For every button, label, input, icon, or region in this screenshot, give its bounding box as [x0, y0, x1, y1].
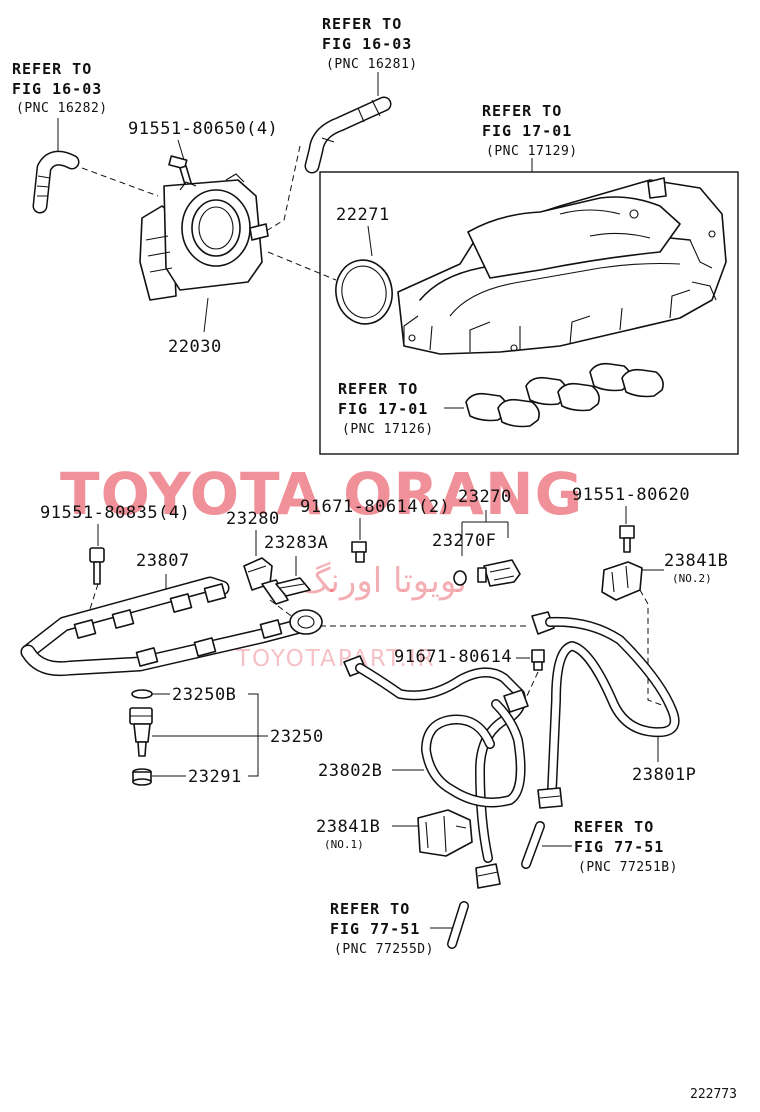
manifold-gasket-reference: REFER TO FIG 17-01 (PNC 17126) [338, 380, 464, 437]
svg-text:FIG 16-03: FIG 16-03 [322, 35, 412, 53]
reference-label-fig16-top: REFER TO FIG 16-03 (PNC 16281) [322, 15, 418, 72]
svg-text:REFER TO: REFER TO [338, 380, 418, 398]
svg-text:(PNC 17129): (PNC 17129) [486, 144, 578, 159]
label-23291: 23291 [188, 767, 242, 787]
label-91671-80614-2: 91671-80614(2) [300, 497, 450, 517]
check-valve-23270F [477, 559, 521, 587]
svg-text:REFER TO: REFER TO [482, 102, 562, 120]
svg-text:(PNC 16281): (PNC 16281) [326, 57, 418, 72]
fuel-pressure-sensor-23280 [243, 557, 289, 605]
bolt-91551-80835 [89, 547, 105, 585]
svg-text:REFER TO: REFER TO [322, 15, 402, 33]
svg-text:FIG 17-01: FIG 17-01 [338, 400, 428, 418]
label-23270F: 23270F [432, 531, 496, 551]
label-91551-80835: 91551-80835(4) [40, 503, 190, 523]
svg-text:(PNC 77251B): (PNC 77251B) [578, 860, 678, 875]
bolt-91671-80614-2 [351, 541, 367, 563]
label-23801P: 23801P [632, 765, 696, 785]
svg-text:FIG 16-03: FIG 16-03 [12, 80, 102, 98]
label-91671-80614: 91671-80614 [394, 647, 512, 667]
svg-text:22271: 22271 [336, 205, 390, 225]
svg-text:FIG 17-01: FIG 17-01 [482, 122, 572, 140]
throttle-body-22030: 22030 [139, 173, 269, 357]
gasket-22271: 22271 [335, 205, 393, 325]
svg-text:(PNC 16282): (PNC 16282) [16, 101, 108, 116]
pulsation-damper [289, 609, 323, 635]
label-no2: (NO.2) [672, 572, 712, 585]
svg-text:FIG 77-51: FIG 77-51 [330, 920, 420, 938]
insulator-23291 [132, 768, 152, 786]
reference-label-fig77-b: REFER TO FIG 77-51 (PNC 77251B) [574, 818, 678, 875]
label-23270: 23270 [458, 487, 512, 507]
fuel-line-77255D [447, 901, 469, 949]
watermark-main: TOYOTA ORANG [60, 460, 583, 528]
diagram-id: 222773 [690, 1087, 737, 1102]
watermark-arabic: تويوتا اورنگ [300, 561, 467, 601]
intake-manifold-box [319, 171, 739, 455]
label-23250: 23250 [270, 727, 324, 747]
reference-label-fig17-manifold: REFER TO FIG 17-01 (PNC 17129) [482, 102, 578, 159]
label-no1: (NO.1) [324, 838, 364, 851]
bolt-91671-80614 [531, 649, 545, 671]
air-hose-16281 [304, 96, 392, 174]
svg-text:(PNC 17126): (PNC 17126) [342, 422, 434, 437]
bracket-23841B-no1 [417, 809, 473, 857]
svg-text:22030: 22030 [168, 337, 222, 357]
watermark-site: TOYOTAPART.IR [235, 646, 436, 672]
fuel-line-77251B [521, 821, 545, 869]
label-91551-80620: 91551-80620 [572, 485, 690, 505]
label-23250B: 23250B [172, 685, 236, 705]
bracket-23841B-no2 [601, 561, 643, 601]
bolt-91551-80650: 91551-80650(4) [128, 119, 278, 189]
fuel-injector-23250 [129, 707, 153, 757]
reference-label-fig16-left: REFER TO FIG 16-03 (PNC 16282) [12, 60, 108, 116]
label-23802B: 23802B [318, 761, 382, 781]
clip-23283A [275, 577, 311, 597]
svg-text:REFER TO: REFER TO [574, 818, 654, 836]
svg-text:(PNC 77255D): (PNC 77255D) [334, 942, 434, 957]
fuel-rail-23807 [20, 576, 308, 677]
label-23841B-no2: 23841B [664, 551, 728, 571]
label-23283A: 23283A [264, 533, 328, 553]
svg-text:FIG 77-51: FIG 77-51 [574, 838, 664, 856]
svg-text:91551-80650(4): 91551-80650(4) [128, 119, 278, 139]
svg-text:REFER TO: REFER TO [330, 900, 410, 918]
manifold-gaskets [465, 362, 664, 428]
fuel-hose-23801P [531, 611, 680, 809]
label-23807: 23807 [136, 551, 190, 571]
air-hose-16282 [32, 150, 80, 214]
bolt-91551-80620 [619, 525, 635, 553]
o-ring-23250B [131, 689, 153, 699]
fuel-hose-23802B [343, 655, 529, 889]
svg-text:REFER TO: REFER TO [12, 60, 92, 78]
label-23280: 23280 [226, 509, 280, 529]
o-ring-23270 [453, 570, 467, 586]
reference-label-fig77-d: REFER TO FIG 77-51 (PNC 77255D) [330, 900, 434, 957]
label-23841B-no1: 23841B [316, 817, 380, 837]
intake-manifold [397, 177, 727, 355]
